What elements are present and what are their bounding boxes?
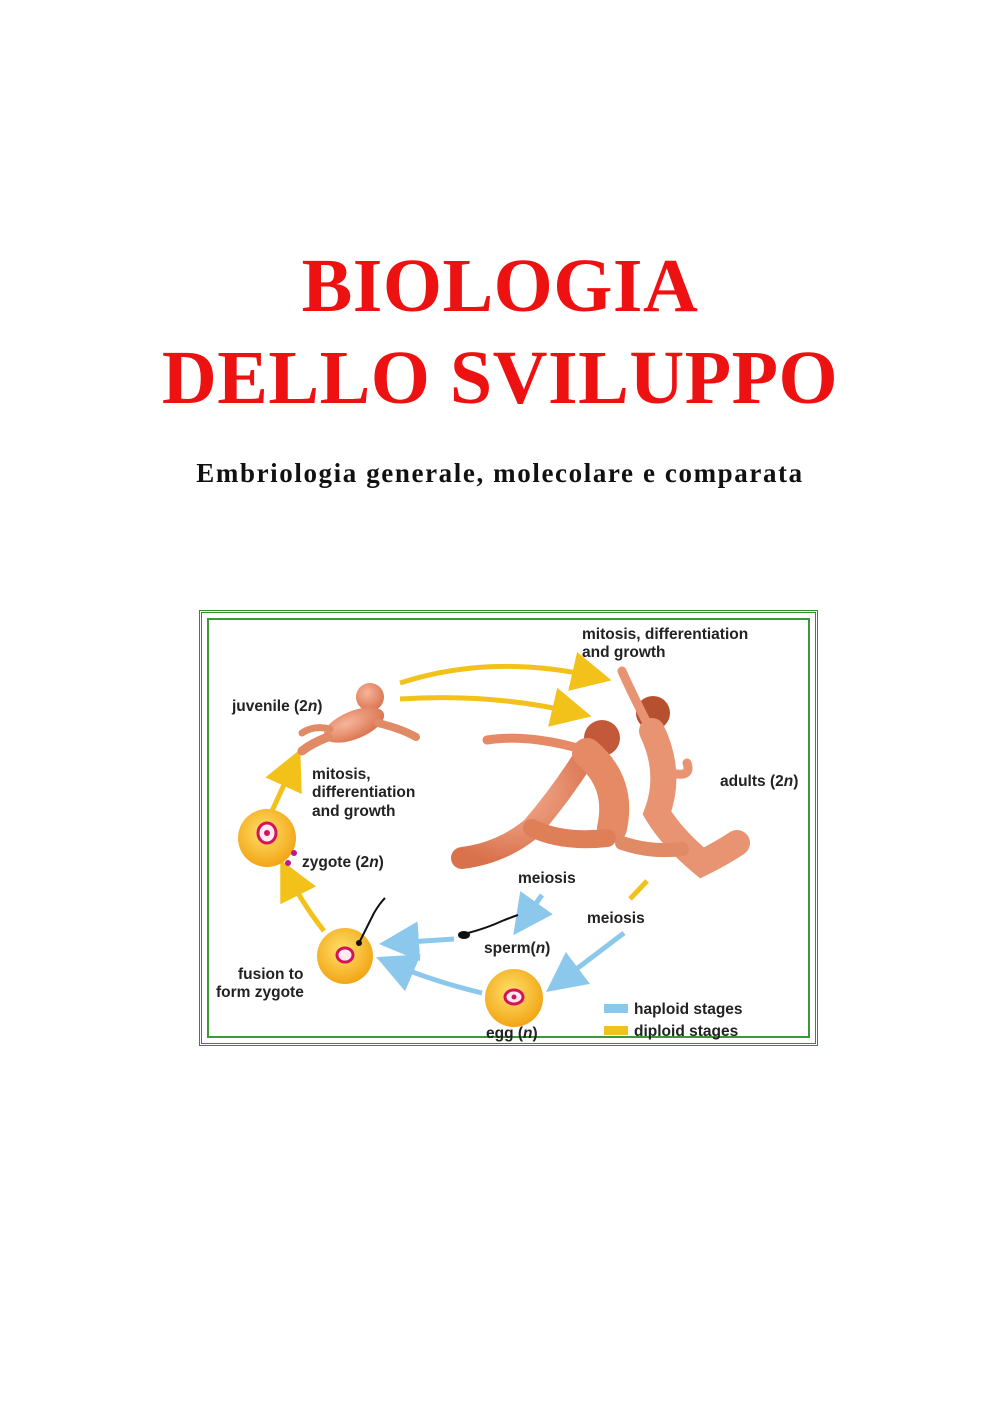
- label-fusion-line2: form zygote: [216, 984, 304, 1001]
- haploid-arrow-sperm-to-fusion: [379, 921, 455, 962]
- label-adults: adults (2n): [720, 773, 798, 790]
- legend-swatch-diploid: [604, 1026, 628, 1035]
- label-juvenile: juvenile (2n): [231, 698, 322, 715]
- diploid-arrow-fusion-to-zygote: [280, 859, 326, 933]
- diploid-arrow-zygote-to-juvenile: [265, 749, 302, 813]
- sperm-icon: [458, 914, 519, 939]
- legend-label-diploid: diploid stages: [634, 1023, 738, 1040]
- haploid-arrow-meiosis-to-sperm: [513, 891, 553, 936]
- fusion-cell-icon: [317, 897, 386, 984]
- haploid-arrow-meiosis-to-egg: [546, 931, 626, 993]
- label-meiosis-2: meiosis: [587, 910, 645, 927]
- legend-label-haploid: haploid stages: [634, 1001, 743, 1018]
- label-mitosis-top-line1: mitosis, differentiation: [582, 626, 748, 643]
- diploid-arrow-juvenile-to-adult-2: [399, 687, 592, 727]
- figure-inner-frame: [207, 618, 810, 1038]
- legend: haploid stages diploid stages: [604, 1001, 743, 1040]
- title-line-1: BIOLOGIA: [301, 244, 699, 328]
- label-sperm: sperm(n): [484, 940, 550, 957]
- legend-swatch-haploid: [604, 1004, 628, 1013]
- label-fusion-line1: fusion to: [238, 966, 303, 983]
- figure-frame: mitosis, differentiation and growth juve…: [199, 610, 818, 1046]
- label-mitosis-left-line2: differentiation: [312, 784, 415, 801]
- label-meiosis-1: meiosis: [518, 870, 576, 887]
- subtitle: Embriologia generale, molecolare e compa…: [196, 458, 804, 488]
- haploid-arrow-egg-to-fusion: [376, 954, 483, 996]
- label-mitosis-top-line2: and growth: [582, 644, 666, 661]
- title-line-2: DELLO SVILUPPO: [161, 336, 839, 420]
- adults-figure-icon: [451, 666, 750, 879]
- label-mitosis-left-line1: mitosis,: [312, 766, 371, 783]
- life-cycle-diagram: mitosis, differentiation and growth juve…: [216, 626, 798, 1042]
- egg-cell-icon: [485, 969, 543, 1027]
- label-mitosis-left-line3: and growth: [312, 803, 396, 820]
- diploid-arrow-adults-to-meiosis: [628, 879, 649, 901]
- label-zygote: zygote (2n): [302, 854, 384, 871]
- zygote-cell-icon: [238, 809, 297, 867]
- label-egg: egg (n): [486, 1025, 538, 1042]
- diploid-arrow-juvenile-to-adult-1: [399, 651, 612, 691]
- juvenile-figure-icon: [297, 683, 420, 756]
